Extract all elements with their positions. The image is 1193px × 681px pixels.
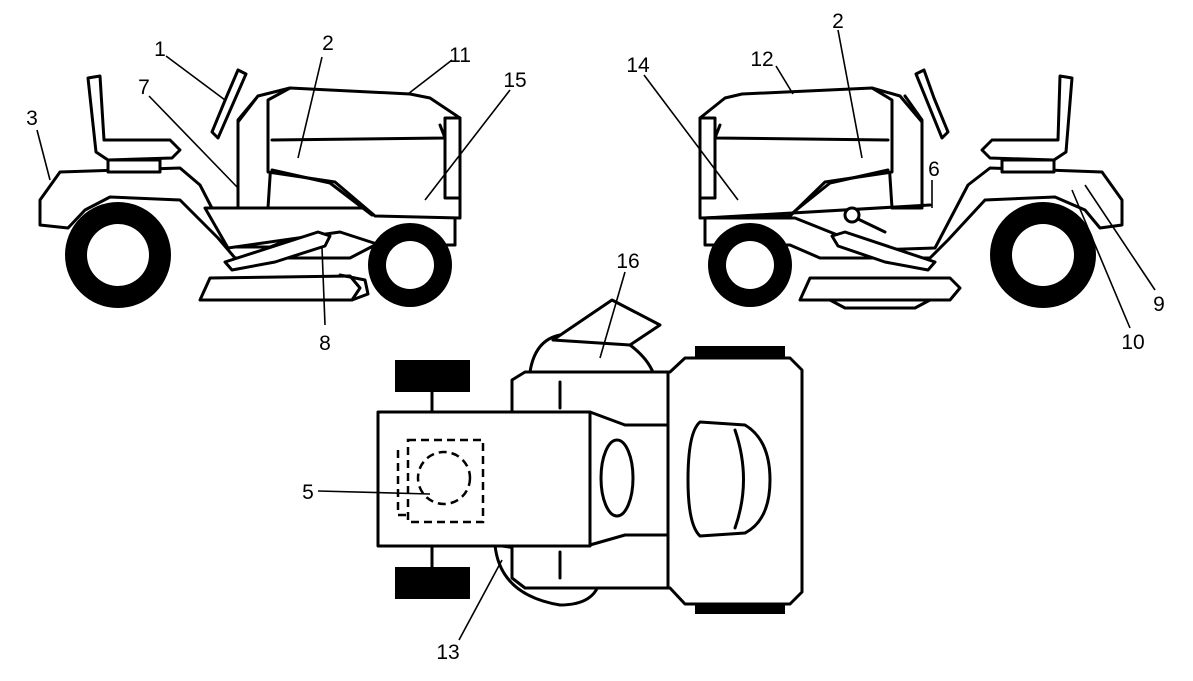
hood-side-line (270, 168, 374, 217)
seat-decal-circle (416, 450, 472, 506)
callout-16: 16 (616, 250, 639, 273)
rear-right-tire (395, 567, 470, 599)
lift-lever (856, 217, 887, 234)
mower-deck (198, 274, 362, 302)
grille (443, 116, 462, 200)
footrest (223, 230, 332, 272)
callout-6: 6 (928, 158, 940, 181)
tractor-left-side-view (38, 68, 462, 308)
callout-labels: 1 2 3 5 6 7 8 9 10 11 12 13 14 15 2 16 (26, 10, 1165, 664)
mower-deck-right (798, 276, 962, 302)
rear-left-tire (395, 360, 470, 392)
callout-3: 3 (26, 107, 38, 130)
callout-2-left: 2 (322, 32, 334, 55)
seat-decal-outline (406, 438, 485, 524)
grille-right (698, 116, 717, 200)
lift-lever-knob (843, 206, 861, 224)
callout-12: 12 (750, 48, 773, 71)
callout-9: 9 (1153, 293, 1165, 316)
callout-5: 5 (302, 481, 314, 504)
seat-right (980, 74, 1074, 162)
engine-cover (686, 420, 772, 538)
seat-base-right (1000, 158, 1056, 174)
rear-fender-right (703, 166, 1124, 260)
hood-right (698, 86, 894, 220)
steering-oval (599, 438, 635, 518)
tractor-top-view (376, 298, 804, 614)
seat (86, 74, 182, 162)
deck-chute (338, 273, 370, 302)
callout-13: 13 (436, 641, 459, 664)
callout-15: 15 (503, 69, 526, 92)
callout-14: 14 (626, 54, 650, 77)
steering-wheel (210, 68, 248, 140)
footrest-right (830, 230, 937, 272)
seat-top (376, 410, 592, 548)
callout-7: 7 (138, 76, 150, 99)
callout-2-right: 2 (832, 10, 844, 33)
callout-1: 1 (154, 38, 166, 61)
callout-10: 10 (1121, 331, 1144, 354)
steering-wheel-right (914, 68, 950, 140)
callout-8: 8 (319, 332, 331, 355)
leader-lines (36, 29, 1156, 641)
seat-base (106, 158, 162, 174)
tractor-right-side-view (698, 68, 1124, 310)
hood-side-line-right (788, 168, 890, 217)
hood (266, 86, 462, 220)
callout-11: 11 (449, 44, 471, 67)
deck-skirt-right (828, 298, 932, 310)
frame-line-right (703, 203, 932, 220)
